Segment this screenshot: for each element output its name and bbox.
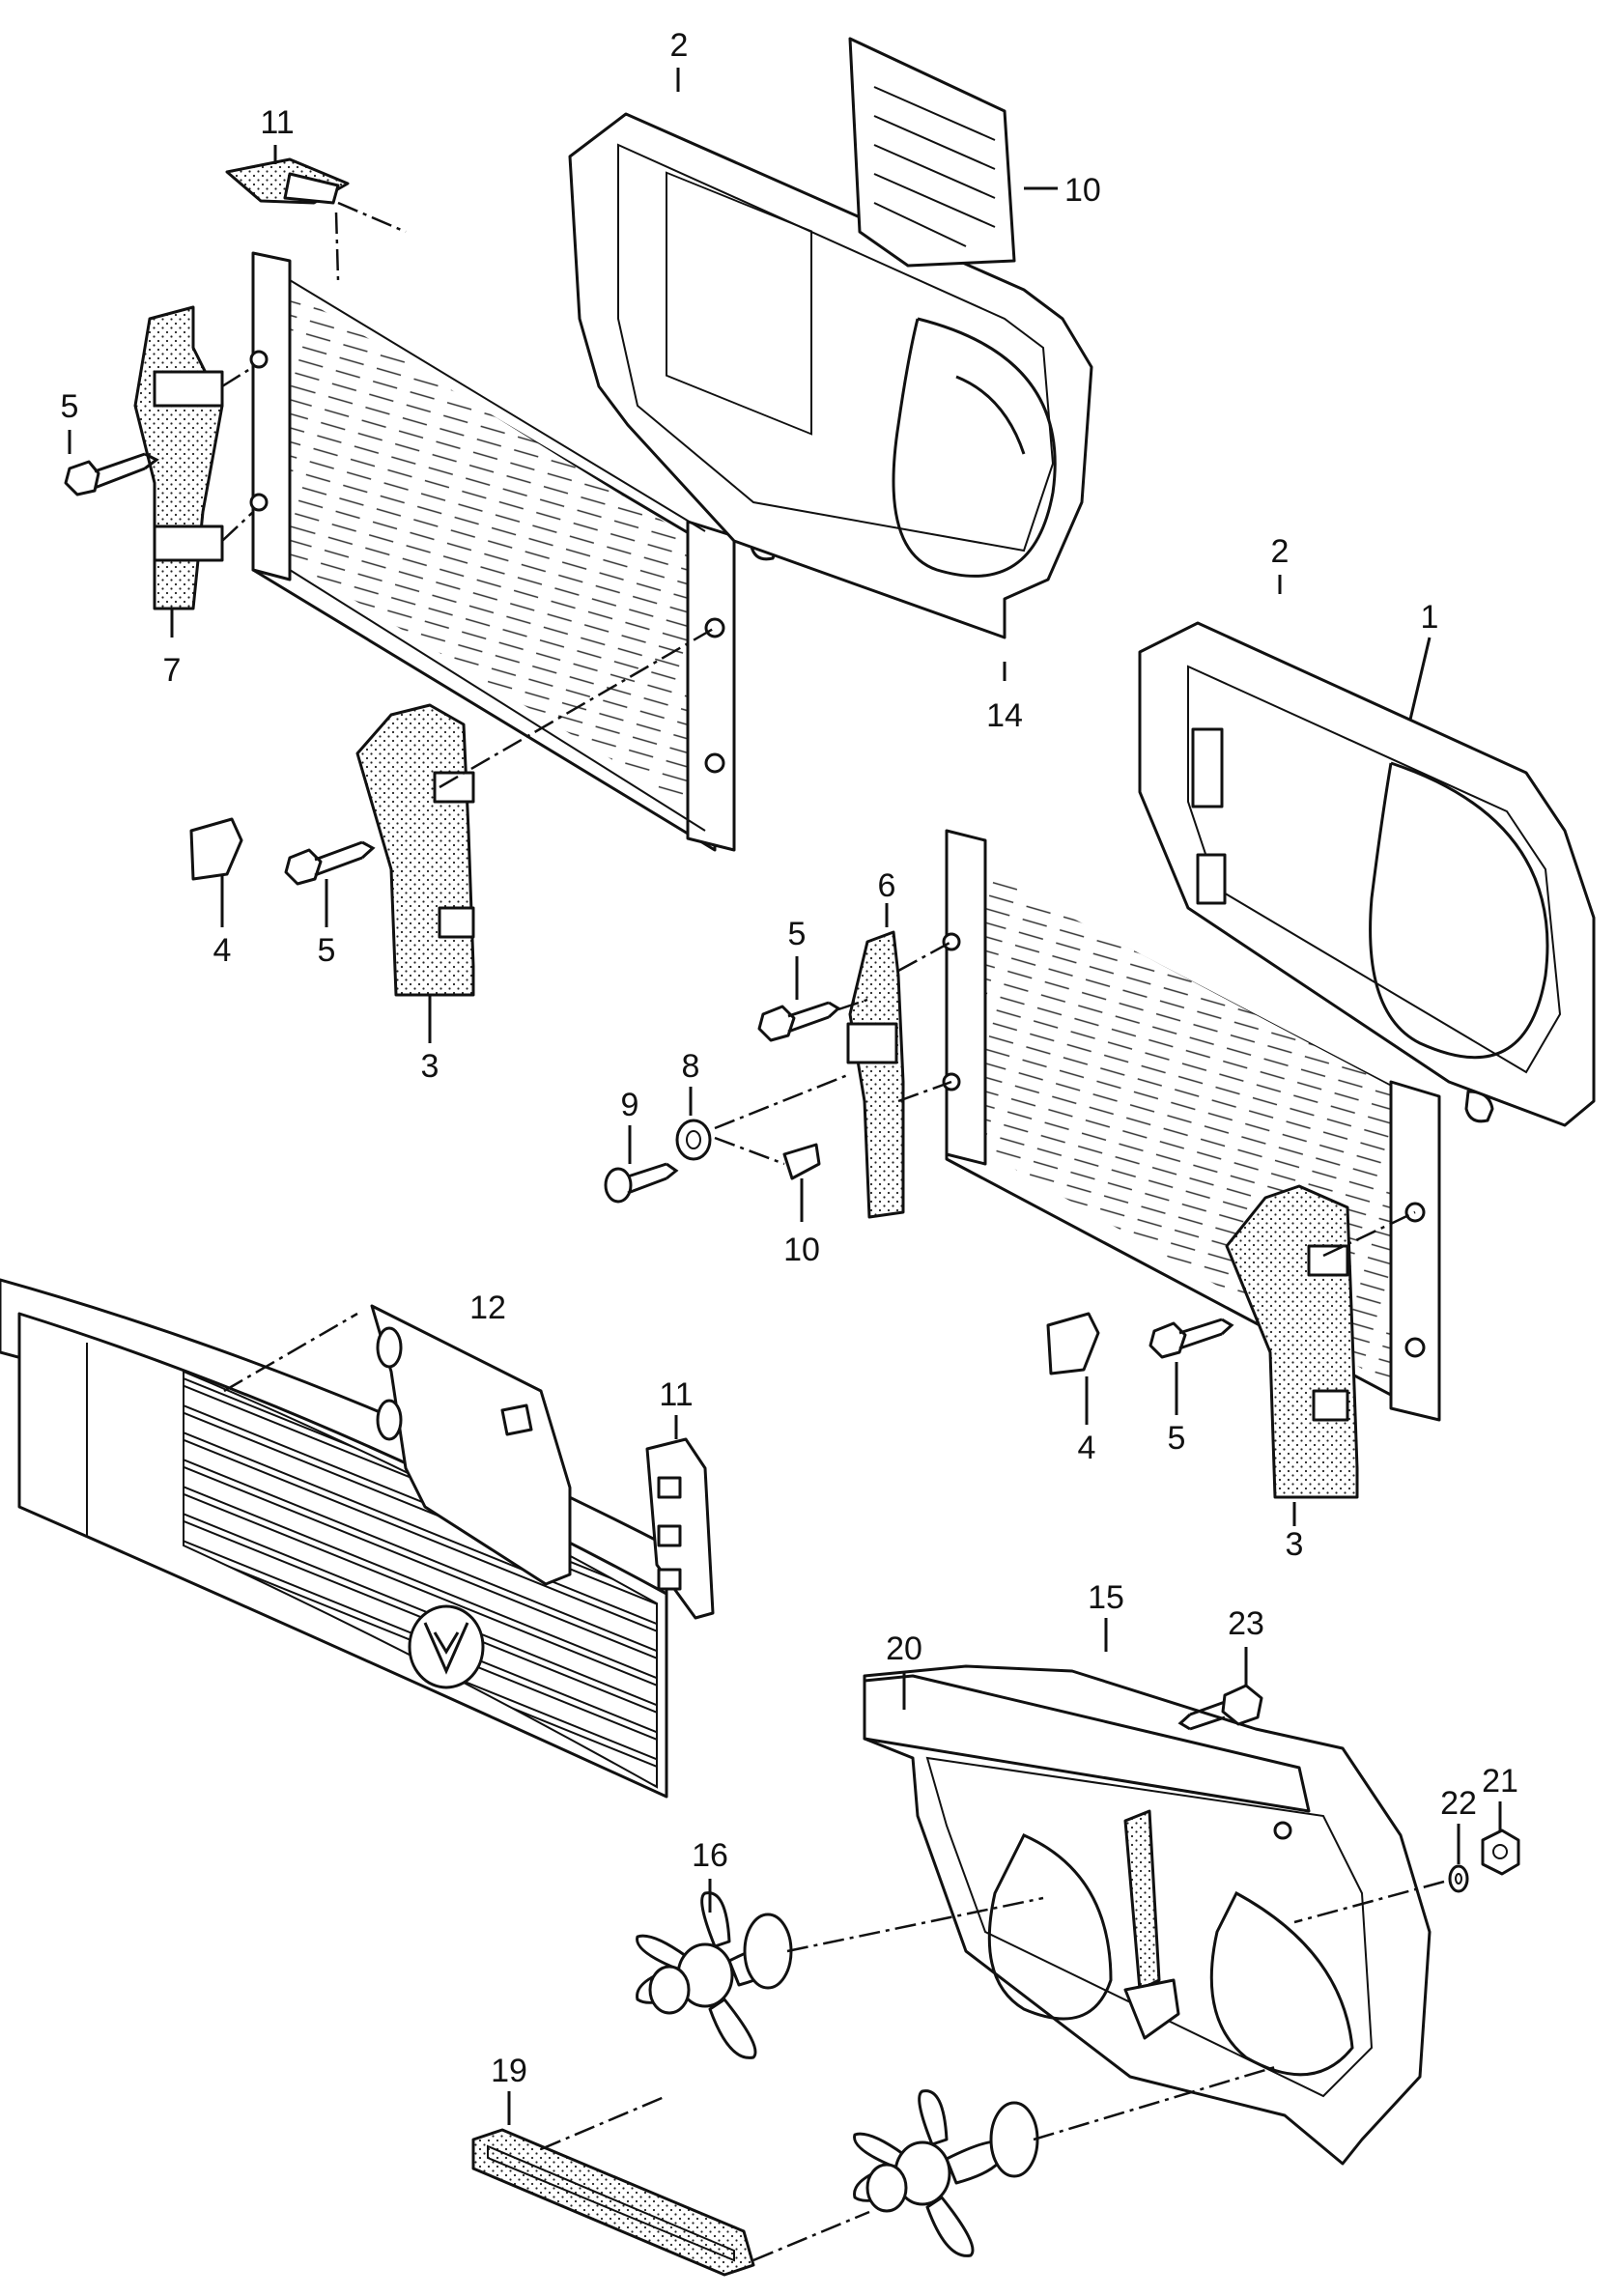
callout-23: 23 [1228,1605,1264,1642]
side-seal-7 [133,305,254,610]
callout-5-upper-left: 5 [61,388,79,425]
callout-1: 1 [1421,599,1439,636]
clip-4-upper [189,817,243,881]
callout-12: 12 [469,1290,506,1326]
air-guide-12 [370,1304,572,1586]
callout-11: 11 [659,1376,693,1413]
callout-14: 14 [986,697,1023,734]
callout-6: 6 [878,867,896,904]
fan-shroud-upper [568,112,1093,639]
screw-9 [604,1162,679,1204]
seal-19 [471,2094,870,2277]
cover-plate-15 [848,37,1016,268]
fan-lower [853,2065,1276,2257]
callout-21: 21 [1482,1763,1518,1800]
bolt-5-lower [1148,1318,1234,1359]
callout-7: 7 [163,652,182,689]
clip-4-lower [1046,1312,1100,1375]
washer-8 [675,1119,712,1161]
callout-2-upper: 2 [670,27,689,64]
bracket-16 [225,157,407,281]
callout-5-lower: 5 [1168,1420,1186,1457]
bolt-5-upper-mid [284,840,376,886]
callout-16: 11 [260,104,294,141]
callout-2-right: 2 [1271,533,1290,570]
clip-10 [714,1072,851,1180]
callout-17: 15 [1088,1579,1124,1616]
callout-8: 8 [682,1048,700,1085]
fan-shroud-1 [1138,621,1596,1127]
callout-19: 19 [491,2053,527,2089]
callout-10: 10 [783,1232,820,1268]
callout-9: 9 [621,1087,639,1123]
callout-4-upper: 4 [213,932,232,969]
nut-21 [1481,1828,1520,1876]
callout-20: 20 [886,1630,922,1667]
seal-3-upper [355,626,716,997]
callout-15: 10 [1064,172,1101,209]
callout-3-lower: 3 [1286,1526,1304,1563]
bracket-11 [645,1437,715,1620]
callout-leaders [68,68,1502,2125]
fan-18 [636,1891,1044,2059]
callout-3-upper: 3 [421,1048,439,1085]
callout-5-mid: 5 [788,916,807,952]
seal-3-lower [1225,1184,1416,1499]
callout-5-upper-mid: 5 [318,932,336,969]
bolt-5-upper-left [64,452,159,496]
washer-22 [1293,1864,1469,1924]
callout-22: 22 [1440,1785,1477,1822]
callout-18: 16 [692,1837,728,1874]
callout-labels: 2 10 11 5 7 14 2 1 4 5 3 5 6 8 9 10 12 1… [61,27,1518,2089]
bracket-6 [846,930,952,1219]
callout-4-lower: 4 [1078,1430,1096,1466]
bolt-5-mid [757,998,868,1042]
